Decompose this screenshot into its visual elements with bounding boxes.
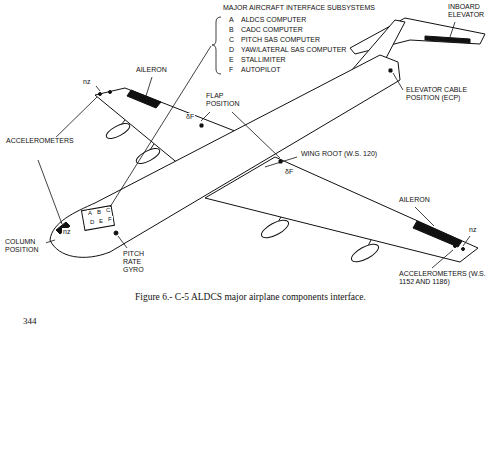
part-label: WING ROOT (W.S. 120) [300, 150, 378, 158]
accelerometer-dot [454, 245, 457, 248]
engine-pod [349, 241, 381, 266]
key-letter: C [228, 36, 235, 44]
near-wing [205, 157, 478, 262]
electronics-bay [81, 206, 114, 231]
accelerometer-dot [99, 93, 102, 96]
elevator-surface [425, 36, 470, 43]
symbol-label: nz [468, 226, 477, 234]
bracket [212, 17, 221, 74]
symbol-label: nz [62, 228, 71, 236]
part-label: ACCELEROMETERS [5, 137, 75, 145]
engine-pod [104, 120, 132, 141]
leader-line [265, 157, 297, 167]
gyro-sensor [114, 231, 118, 235]
part-label: ACCELEROMETERS (W.S. 1152 AND 1186) [398, 270, 490, 286]
engine-pod [134, 145, 162, 166]
subsystem-name: PITCH SAS COMPUTER [240, 36, 321, 44]
aileron-surface [413, 221, 462, 247]
leader-line [118, 236, 127, 248]
box-letter: D [89, 219, 95, 226]
box-letter: A [87, 210, 93, 217]
subsystem-name: CADC COMPUTER [240, 26, 304, 34]
key-letter: A [228, 16, 235, 24]
part-label: FLAP POSITION [205, 92, 247, 108]
box-letter: F [107, 216, 113, 223]
leader-line [110, 46, 211, 207]
box-letter: C [105, 207, 111, 214]
leader-line [463, 236, 470, 246]
aileron-surface [127, 90, 161, 108]
key-letter: B [228, 26, 235, 34]
leader-line [38, 160, 62, 224]
leader-line [450, 22, 455, 37]
page-number: 344 [22, 316, 38, 326]
part-label: PITCH RATE GYRO [122, 250, 154, 274]
key-letter: E [228, 56, 235, 64]
part-label: INBOARD ELEVATOR [447, 3, 491, 19]
symbol-label: δF [185, 113, 195, 121]
subsystem-name: STALLIMITER [240, 56, 287, 64]
leader-line [393, 73, 403, 90]
box-letter: B [96, 209, 102, 216]
subsystem-name: ALDCS COMPUTER [240, 16, 307, 24]
key-letter: D [228, 46, 235, 54]
leader-line [146, 77, 152, 96]
subsystem-name: YAW/LATERAL SAS COMPUTER [240, 46, 347, 54]
part-label: ELEVATOR CABLE POSITION (ECP) [405, 86, 492, 102]
ecp-sensor [389, 69, 392, 72]
box-letter: E [98, 218, 104, 225]
accelerometer-dot [462, 248, 465, 251]
leader-line [232, 112, 280, 158]
part-label: COLUMN POSITION [4, 238, 46, 254]
symbol-label: δF [284, 168, 294, 176]
leader-line [432, 250, 453, 268]
symbol-label: nz [82, 78, 91, 86]
figure-caption: Figure 6.- C-5 ALDCS major airplane comp… [135, 292, 366, 302]
list-heading: MAJOR AIRCRAFT INTERFACE SUBSYSTEMS [222, 4, 376, 12]
subsystem-name: AUTOPILOT [240, 66, 282, 74]
key-letter: F [228, 66, 234, 74]
leader-line [201, 112, 210, 121]
leader-line [415, 207, 434, 226]
accelerometer-dot [109, 91, 112, 94]
part-label: AILERON [398, 196, 431, 204]
leader-line [96, 86, 100, 91]
flap-sensor [200, 124, 203, 127]
part-label: AILERON [135, 66, 168, 74]
engine-pod [259, 217, 291, 242]
